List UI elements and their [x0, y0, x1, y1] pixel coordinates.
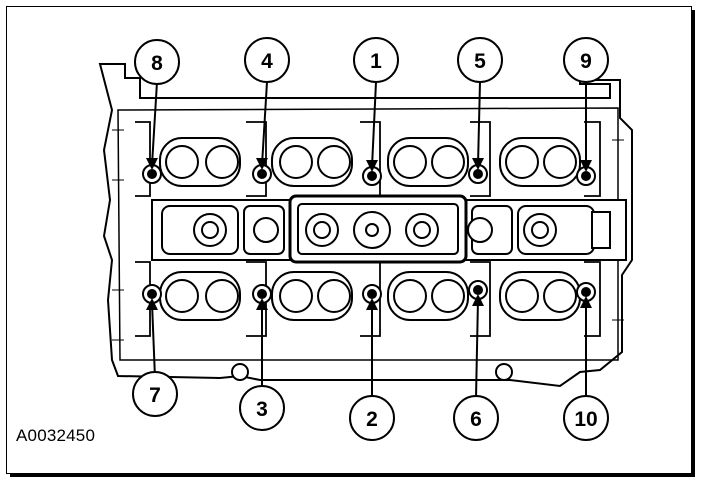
callout-label: 4 — [261, 50, 273, 73]
leader-arrows — [146, 158, 592, 310]
bottom-valve-row — [159, 271, 581, 321]
figure-reference-code: A0032450 — [16, 426, 96, 445]
callout-top-1: 8 — [134, 39, 180, 85]
frame-shadow-right — [692, 10, 695, 477]
callout-label: 6 — [470, 408, 482, 431]
callout-bot-2: 3 — [239, 385, 285, 431]
callout-label: 8 — [151, 52, 163, 75]
callout-bot-4: 6 — [453, 395, 499, 441]
top-valve-row — [159, 137, 581, 187]
frame-shadow-bottom — [10, 474, 694, 477]
callout-label: 5 — [474, 50, 486, 73]
cylinder-head-body — [98, 63, 633, 388]
callout-top-3: 1 — [353, 37, 399, 83]
callout-top-4: 5 — [457, 37, 503, 83]
callout-bot-1: 7 — [132, 371, 178, 417]
callout-label: 7 — [149, 384, 161, 407]
callout-label: 2 — [366, 408, 378, 431]
callout-top-2: 4 — [244, 37, 290, 83]
callout-label: 10 — [574, 408, 597, 431]
figure-frame — [6, 6, 692, 474]
shading-marks — [112, 129, 624, 341]
callout-bot-3: 2 — [349, 395, 395, 441]
callout-bot-5: 10 — [563, 395, 609, 441]
leader-lines — [151, 81, 587, 399]
callout-top-5: 9 — [563, 37, 609, 83]
center-gallery — [151, 194, 627, 264]
callout-label: 1 — [370, 50, 382, 73]
callout-label: 3 — [256, 398, 268, 421]
callout-label: 9 — [580, 50, 592, 73]
